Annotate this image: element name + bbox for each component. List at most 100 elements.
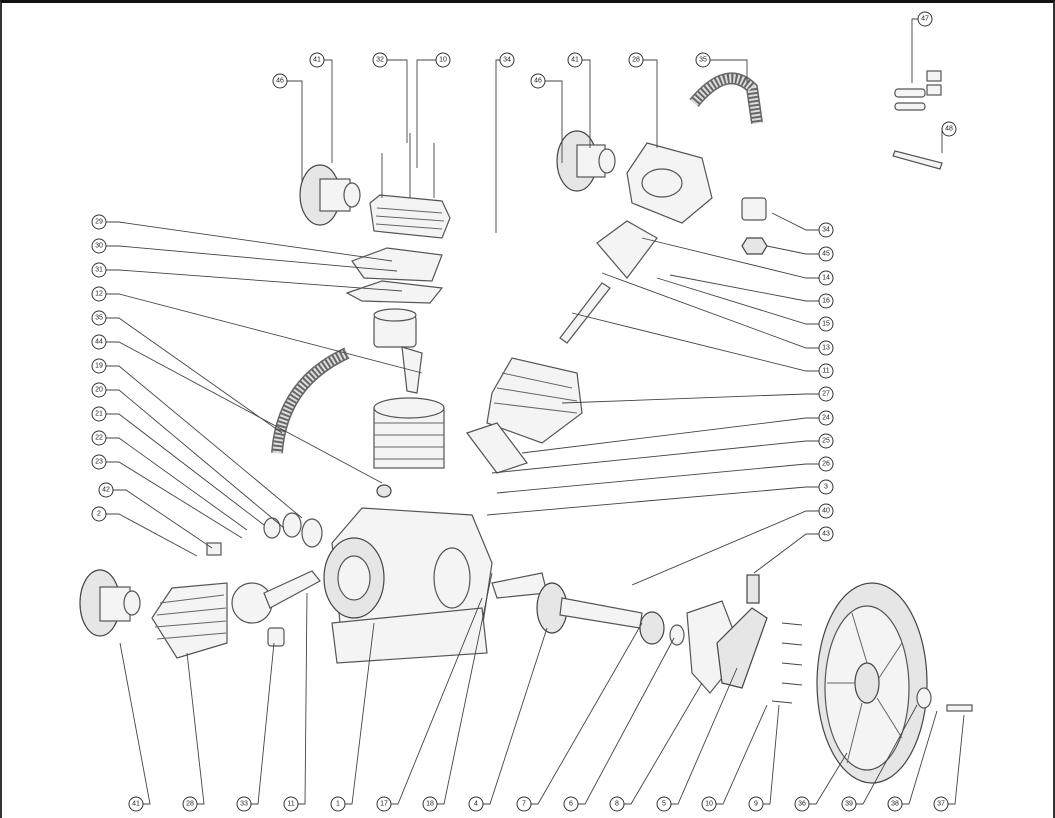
cylinder-right	[486, 357, 583, 444]
callout-bottom-8: 7	[516, 622, 643, 812]
bearing	[639, 611, 685, 646]
part-number: 18	[426, 801, 434, 808]
callout-bubble	[376, 796, 392, 812]
callout-right-13: 43	[753, 526, 834, 574]
callout-bubble	[272, 73, 288, 89]
callout-top-0: 46	[272, 73, 303, 183]
callout-top-1: 41	[309, 52, 333, 163]
pulley-washer-bolt	[916, 687, 973, 712]
callout-bubble	[422, 796, 438, 812]
part-number: 32	[376, 57, 384, 64]
callout-bubble	[818, 246, 834, 262]
callout-bubble	[372, 52, 388, 68]
callout-bubble	[91, 506, 107, 522]
part-number: 27	[822, 391, 830, 398]
callout-bubble	[98, 482, 114, 498]
part-number: 15	[822, 321, 830, 328]
leader-line	[495, 59, 514, 233]
leader-line	[521, 417, 819, 454]
leader-line	[287, 80, 303, 183]
callout-right-4: 15	[656, 277, 834, 332]
callout-bottom-7: 4	[468, 627, 548, 812]
part-number: 31	[95, 267, 103, 274]
part-number: 17	[380, 801, 388, 808]
callout-bubble	[818, 433, 834, 449]
callout-bubble	[818, 456, 834, 472]
part-number: 6	[569, 801, 573, 808]
callout-bubble	[818, 386, 834, 402]
leader-line	[491, 440, 819, 474]
callout-left-6: 19	[91, 358, 303, 519]
callout-bubble	[917, 11, 933, 27]
part-number: 23	[95, 459, 103, 466]
callout-bubble	[182, 796, 198, 812]
cylinder-head-left	[151, 582, 228, 659]
part-number: 35	[699, 57, 707, 64]
callout-bubble	[91, 358, 107, 374]
callout-left-8: 21	[91, 406, 265, 526]
callout-bottom-13: 9	[748, 704, 780, 812]
callout-bubble	[330, 796, 346, 812]
part-number: 14	[822, 275, 830, 282]
callout-bubble	[818, 526, 834, 542]
callout-bubble	[609, 796, 625, 812]
leader-line	[643, 59, 658, 148]
leader-line	[656, 277, 819, 325]
callout-bubble	[656, 796, 672, 812]
exploded-view: 4641321034464128354748293031123544192021…	[79, 11, 973, 812]
callout-bottom-4: 1	[330, 622, 375, 812]
leader-line	[753, 533, 819, 574]
callout-bottom-16: 38	[887, 710, 938, 812]
callout-left-5: 44	[91, 334, 383, 484]
part-number: 19	[95, 363, 103, 370]
part-number: 20	[95, 387, 103, 394]
leader-line	[486, 486, 819, 516]
callout-bubble	[236, 796, 252, 812]
callout-bubble	[818, 479, 834, 495]
callout-left-12: 2	[91, 506, 198, 557]
callout-bubble	[701, 796, 717, 812]
callout-bubble	[887, 796, 903, 812]
callout-bubble	[818, 270, 834, 286]
callout-top-2: 32	[372, 52, 408, 143]
part-number: 2	[97, 511, 101, 518]
part-number: 44	[95, 339, 103, 346]
cylinder-head-right	[626, 142, 713, 224]
part-number: 13	[822, 345, 830, 352]
part-number: 28	[186, 801, 194, 808]
leader-line	[106, 221, 393, 262]
callout-bubble	[468, 796, 484, 812]
callout-left-11: 42	[98, 482, 213, 549]
part-number: 37	[937, 801, 945, 808]
leader-line	[561, 393, 819, 404]
callout-bubble	[818, 340, 834, 356]
callout-bubble	[91, 262, 107, 278]
part-number: 48	[945, 126, 953, 133]
callout-bottom-11: 5	[656, 667, 738, 812]
cylinder-left	[373, 397, 445, 469]
part-number: 25	[822, 438, 830, 445]
callout-top-5: 46	[530, 73, 563, 163]
callout-right-6: 11	[571, 312, 834, 379]
leader-line	[324, 59, 333, 163]
air-filter-bottom-left	[79, 569, 141, 637]
part-number: 42	[102, 487, 110, 494]
leader-line	[671, 667, 738, 805]
callout-top-6: 41	[567, 52, 591, 148]
part-number: 11	[822, 368, 829, 375]
callout-bottom-9: 6	[563, 637, 675, 812]
callout-bubble	[91, 430, 107, 446]
part-number: 36	[798, 801, 806, 808]
leader-line	[545, 80, 563, 163]
part-number: 26	[822, 461, 830, 468]
callout-bubble	[563, 796, 579, 812]
flywheel-pulley	[816, 582, 928, 784]
leader-line	[641, 237, 819, 279]
oil-plug	[376, 484, 392, 498]
part-number: 8	[615, 801, 619, 808]
valve-plate-top	[345, 247, 444, 304]
callout-bottom-6: 18	[422, 572, 493, 812]
leader-line	[437, 572, 493, 805]
part-number: 38	[891, 801, 899, 808]
leader-line	[106, 269, 403, 292]
